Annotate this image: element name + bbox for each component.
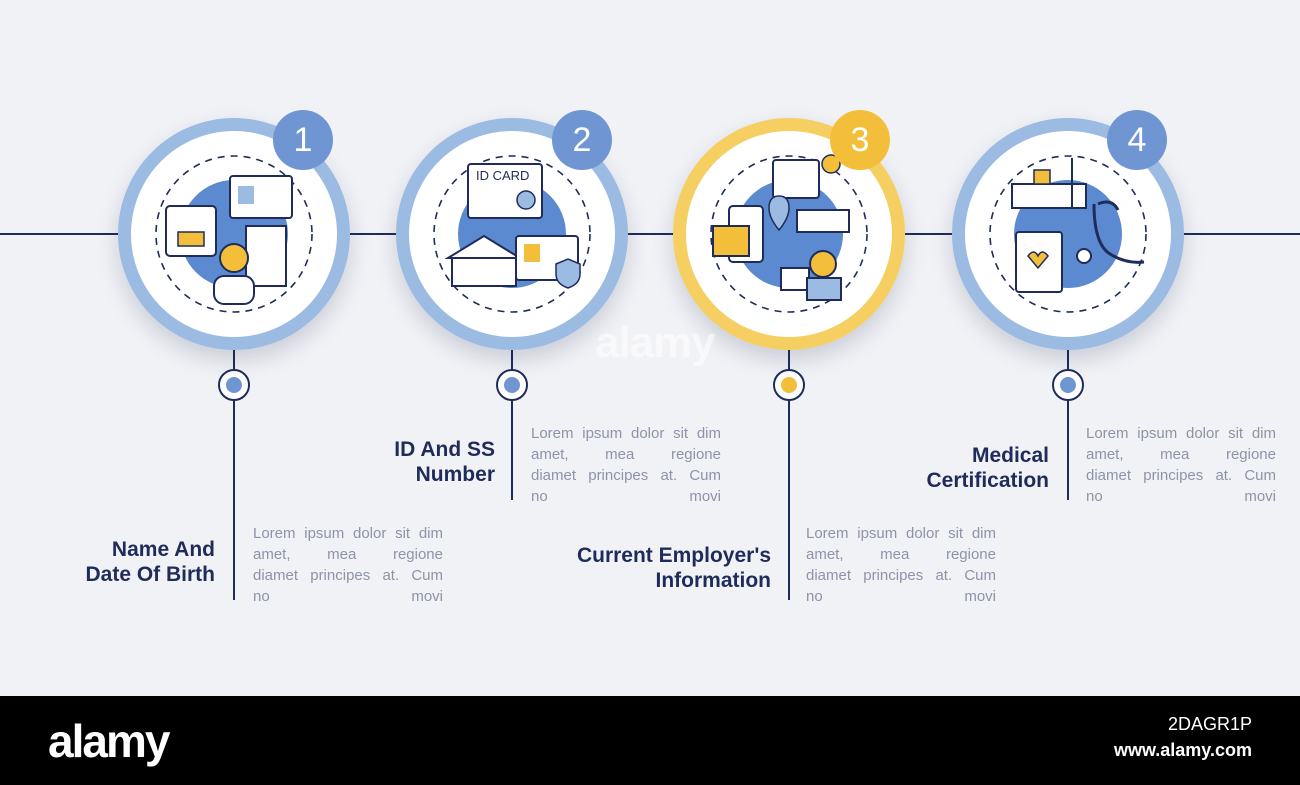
footer-image-code: 2DAGR1P <box>1167 714 1252 734</box>
step-2-desc-line-4: no movi <box>531 488 721 505</box>
step-4-desc-line-2: amet, mea regione <box>1086 446 1276 463</box>
infographic-canvas: 1 Name And Date Of Birth Lorem ipsum dol… <box>0 110 1300 607</box>
step-1-desc-line-3: diamet principes at. Cum <box>253 567 443 584</box>
step-1-dashed-ring <box>155 155 313 313</box>
employer-icon <box>712 154 850 301</box>
step-3-node-dot <box>781 377 797 393</box>
step-3-title-line-2: Information <box>655 569 772 592</box>
step-3-number-badge: 3 <box>830 110 890 170</box>
step-2-icon-circle: ID CARD <box>396 118 628 350</box>
step-3-desc-line-3: diamet principes at. Cum <box>806 567 996 584</box>
step-2-title-line-1: ID And SS <box>394 438 495 461</box>
step-4-icon-circle <box>952 118 1184 350</box>
step-4-circle-graphic <box>952 118 1184 350</box>
step-4-desc-line-4: no movi <box>1086 488 1276 505</box>
step-4-node-dot <box>1060 377 1076 393</box>
medical-icon <box>1011 158 1145 293</box>
step-4-number-badge: 4 <box>1107 110 1167 170</box>
step-2-title-line-2: Number <box>415 463 495 486</box>
step-1-title-line-2: Date Of Birth <box>85 563 215 586</box>
step-3-circle-graphic <box>673 118 905 350</box>
svg-text:ID CARD: ID CARD <box>476 168 529 183</box>
id-card-icon: ID CARD <box>444 163 581 289</box>
birth-certificate-icon <box>165 175 293 305</box>
step-2-circle-graphic: ID CARD <box>396 118 628 350</box>
step-3-dashed-ring <box>710 155 868 313</box>
step-4-description: Lorem ipsum dolor sit dim amet, mea regi… <box>1086 423 1276 507</box>
step-4-title-line-2: Certification <box>926 469 1049 492</box>
step-2: ID CARD 2 ID And SS Number Lorem ipsum d… <box>394 110 721 507</box>
step-2-desc-line-2: amet, mea regione <box>531 446 721 463</box>
step-3: 3 Current Employer's Information Lorem i… <box>577 110 996 607</box>
step-1-desc-line-4: no movi <box>253 588 443 605</box>
step-2-description: Lorem ipsum dolor sit dim amet, mea regi… <box>531 423 721 507</box>
step-1-desc-line-2: amet, mea regione <box>253 546 443 563</box>
step-1: 1 Name And Date Of Birth Lorem ipsum dol… <box>85 110 443 607</box>
step-1-icon-circle <box>118 118 350 350</box>
step-1-title-line-1: Name And <box>111 538 215 561</box>
step-4: 4 Medical Certification Lorem ipsum dolo… <box>926 110 1276 507</box>
footer-url: www.alamy.com <box>1113 740 1252 760</box>
step-3-desc-line-4: no movi <box>806 588 996 605</box>
step-3-icon-circle <box>673 118 905 350</box>
watermark-center: alamy <box>595 318 716 367</box>
step-4-title-line-1: Medical <box>971 444 1049 467</box>
step-2-title: ID And SS Number <box>394 437 495 487</box>
step-2-desc-line-1: Lorem ipsum dolor sit dim <box>531 425 721 442</box>
step-1-node-dot <box>226 377 242 393</box>
step-2-number-badge: 2 <box>552 110 612 170</box>
step-4-title: Medical Certification <box>926 443 1049 493</box>
step-1-description: Lorem ipsum dolor sit dim amet, mea regi… <box>253 523 443 607</box>
step-3-title-line-1: Current Employer's <box>576 544 771 567</box>
footer-bar: alamy 2DAGR1P www.alamy.com <box>0 696 1300 785</box>
step-2-desc-line-3: diamet principes at. Cum <box>531 467 721 484</box>
step-3-desc-line-2: amet, mea regione <box>806 546 996 563</box>
step-1-number-badge: 1 <box>273 110 333 170</box>
step-3-description: Lorem ipsum dolor sit dim amet, mea regi… <box>806 523 996 607</box>
step-1-desc-line-1: Lorem ipsum dolor sit dim <box>253 525 443 542</box>
step-4-desc-line-3: diamet principes at. Cum <box>1086 467 1276 484</box>
step-1-circle-graphic <box>118 118 350 350</box>
step-3-title: Current Employer's Information <box>577 543 771 593</box>
step-3-desc-line-1: Lorem ipsum dolor sit dim <box>806 525 996 542</box>
step-4-dashed-ring <box>989 155 1147 313</box>
footer-logo: alamy <box>48 715 170 767</box>
step-2-node-dot <box>504 377 520 393</box>
step-4-desc-line-1: Lorem ipsum dolor sit dim <box>1086 425 1276 442</box>
step-2-dashed-ring <box>433 155 591 313</box>
step-1-title: Name And Date Of Birth <box>85 537 215 587</box>
